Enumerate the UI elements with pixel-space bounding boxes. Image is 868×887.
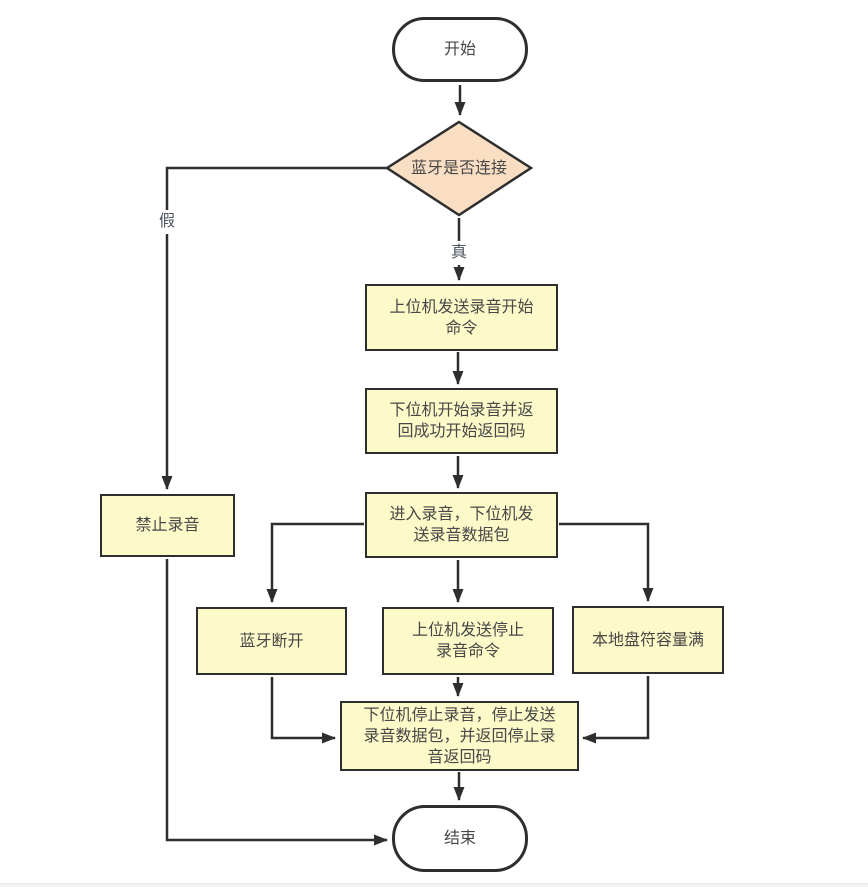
node-bluetooth-disconnect-label: 蓝牙断开	[239, 632, 304, 650]
node-device-stop-recording: 下位机停止录音，停止发送录音数据包，并返回停止录音返回码	[340, 701, 579, 771]
page-bottom-strip	[0, 883, 868, 887]
node-host-send-stop-cmd-label: 上位机发送停止录音命令	[411, 622, 524, 660]
node-device-start-recording: 下位机开始录音并返回成功开始返回码	[365, 388, 558, 454]
node-host-send-start-cmd: 上位机发送录音开始命令	[365, 284, 558, 351]
node-end-label: 结束	[443, 830, 476, 847]
node-recording-send-packets: 进入录音，下位机发送录音数据包	[365, 492, 558, 558]
edge-label-false: 假	[153, 210, 181, 234]
node-start: 开始	[392, 17, 528, 82]
node-decision-bluetooth-label: 蓝牙是否连接	[410, 160, 507, 177]
node-end: 结束	[392, 805, 528, 872]
node-recording-send-packets-label: 进入录音，下位机发送录音数据包	[389, 506, 534, 544]
decision-diamond-shape	[384, 120, 534, 217]
node-host-send-start-cmd-label: 上位机发送录音开始命令	[389, 298, 534, 337]
node-device-start-recording-label: 下位机开始录音并返回成功开始返回码	[389, 402, 534, 440]
node-start-label: 开始	[443, 41, 476, 58]
node-local-disk-full: 本地盘符容量满	[572, 606, 724, 674]
node-local-disk-full-label: 本地盘符容量满	[591, 631, 704, 649]
node-host-send-stop-cmd: 上位机发送停止录音命令	[382, 607, 554, 675]
edge-bt-disconnect-to-stop-recording	[270, 677, 336, 744]
node-forbid-recording-label: 禁止录音	[135, 517, 200, 534]
edge-decision-false-to-forbid	[161, 166, 387, 490]
edge-label-true: 真	[445, 241, 473, 265]
edge-recording-to-disk-full	[559, 522, 654, 602]
node-bluetooth-disconnect: 蓝牙断开	[196, 607, 347, 675]
node-forbid-recording: 禁止录音	[100, 494, 235, 557]
edge-forbid-to-end	[165, 559, 388, 846]
node-decision-bluetooth: 蓝牙是否连接	[387, 122, 531, 215]
node-device-stop-recording-label: 下位机停止录音，停止发送录音数据包，并返回停止录音返回码	[363, 706, 556, 766]
edge-recording-to-bt-disconnect	[266, 522, 364, 603]
edge-disk-full-to-stop-recording	[582, 676, 650, 744]
